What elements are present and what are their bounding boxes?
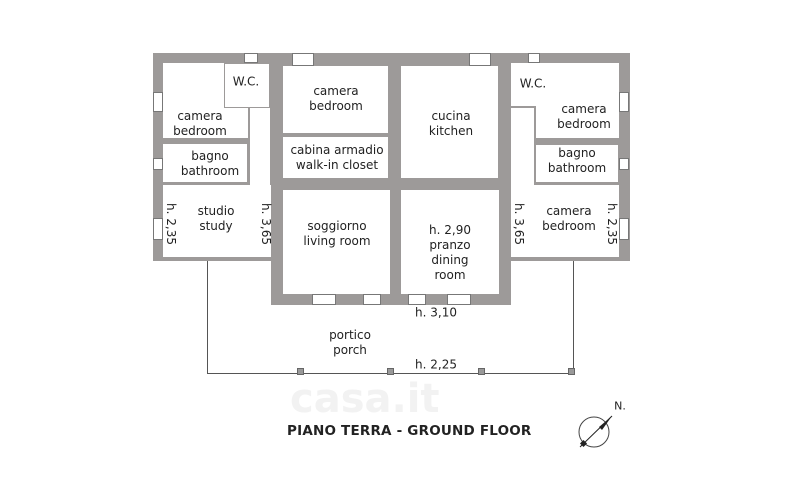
window <box>408 294 426 305</box>
height-bedroom-right-left: h. 3,65 <box>512 203 526 245</box>
window <box>153 158 163 170</box>
label-line: bedroom <box>557 117 611 131</box>
watermark: casa.it <box>290 376 440 422</box>
window <box>153 92 163 112</box>
pillar <box>478 368 485 375</box>
label-line: bathroom <box>180 164 240 178</box>
label-line: walk-in closet <box>295 158 379 172</box>
window <box>244 53 258 63</box>
label-line: cabina armadio <box>290 143 384 157</box>
porch-left-line <box>207 258 208 374</box>
compass-icon <box>578 415 613 448</box>
window <box>619 158 629 170</box>
label-line: cucina <box>431 109 471 123</box>
label-line: bedroom <box>173 124 227 138</box>
room-study <box>163 185 271 257</box>
window <box>528 53 540 63</box>
room-bedroom-center <box>283 66 388 133</box>
label-line: soggiorno <box>307 219 367 233</box>
window <box>363 294 381 305</box>
porch-right-line <box>573 258 574 374</box>
height-study-right: h. 3,65 <box>259 203 273 245</box>
label-line: pranzo <box>429 238 471 252</box>
label-wc-left: W.C. <box>232 74 260 89</box>
room-wc-left <box>224 63 270 108</box>
label-line: bagno <box>558 146 596 160</box>
window <box>619 92 629 112</box>
window <box>312 294 336 305</box>
window <box>469 53 491 66</box>
room-kitchen <box>401 66 498 178</box>
label-line: study <box>199 219 233 233</box>
room-dining <box>401 190 499 294</box>
compass-label: N. <box>614 399 626 413</box>
label-line: dining <box>431 253 469 267</box>
window <box>619 218 629 240</box>
window <box>292 53 314 66</box>
corridor-left <box>250 108 270 188</box>
label-line: camera <box>313 84 359 98</box>
label-line: kitchen <box>428 124 474 138</box>
label-line: porch <box>333 343 367 357</box>
label-line: bedroom <box>309 99 363 113</box>
label-line: camera <box>177 109 223 123</box>
pillar <box>297 368 304 375</box>
floor-title: PIANO TERRA - GROUND FLOOR <box>287 423 532 439</box>
window <box>447 294 471 305</box>
room-bedroom-right <box>511 185 619 257</box>
label-line: h. 2,90 <box>429 223 471 237</box>
height-study-left: h. 2,35 <box>164 203 178 245</box>
label-line: camera <box>561 102 607 116</box>
pillar <box>387 368 394 375</box>
room-bathroom-right <box>536 145 618 182</box>
label-line: bagno <box>191 149 229 163</box>
room-closet <box>283 137 388 178</box>
label-line: living room <box>303 234 371 248</box>
label-line: portico <box>329 328 371 342</box>
label-wc-right: W.C. <box>519 76 547 91</box>
label-line: bathroom <box>547 161 607 175</box>
corridor-right <box>511 108 534 186</box>
room-bathroom-left <box>163 144 247 182</box>
pillar <box>568 368 575 375</box>
height-porch: h. 2,25 <box>415 357 457 372</box>
room-living <box>283 190 390 294</box>
label-line: bedroom <box>542 219 596 233</box>
label-line: studio <box>197 204 235 218</box>
label-line: camera <box>546 204 592 218</box>
room-bedroom-right-top <box>536 63 619 138</box>
height-bedroom-right-right: h. 2,35 <box>605 203 619 245</box>
window <box>153 218 163 240</box>
height-center-bottom: h. 3,10 <box>415 305 457 320</box>
label-line: room <box>434 268 466 282</box>
